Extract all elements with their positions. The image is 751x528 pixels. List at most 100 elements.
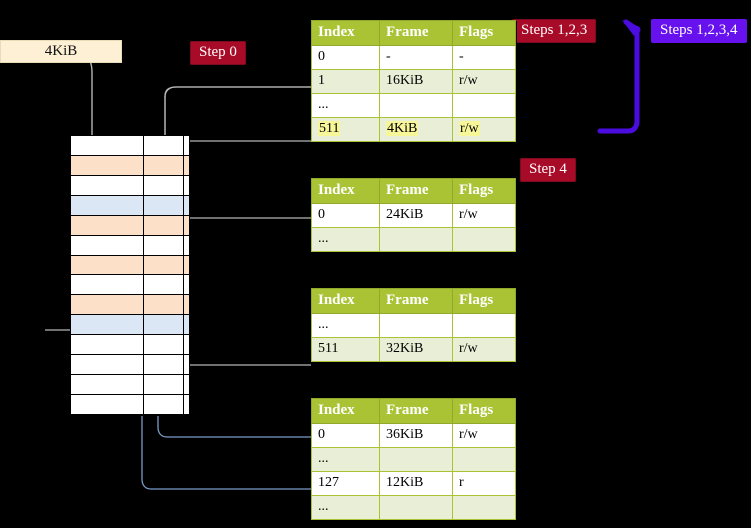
column-header-flags: Flags: [452, 20, 516, 46]
table-cell: [452, 93, 516, 118]
physical-memory-grid: [70, 135, 190, 416]
column-header-index: Index: [311, 288, 380, 314]
memory-frame-row: [71, 215, 189, 236]
memory-column-divider: [143, 136, 144, 415]
memory-frame-row: [71, 355, 189, 376]
table-cell: ...: [311, 93, 380, 118]
column-header-flags: Flags: [452, 398, 516, 424]
table-row: ...: [311, 495, 516, 520]
table-cell: [379, 495, 453, 520]
column-header-index: Index: [311, 398, 380, 424]
table-cell: 36KiB: [379, 423, 453, 448]
column-header-frame: Frame: [379, 288, 453, 314]
table-cell: -: [452, 45, 516, 70]
wire-table2-to-memory: [177, 217, 311, 254]
table-cell: 511: [311, 337, 380, 362]
memory-frame-row: [71, 315, 189, 336]
badge-steps-123: Steps 1,2,3: [512, 19, 597, 43]
highlighted-value: r/w: [459, 121, 480, 136]
badge-step-0: Step 0: [190, 41, 246, 65]
table-row: 511 4KiB r/w: [311, 117, 516, 142]
column-header-frame: Frame: [379, 178, 453, 204]
highlighted-value: 511: [318, 121, 341, 136]
table-cell: r: [452, 471, 516, 496]
badge-steps-1234-text: Steps 1,2,3,4: [660, 22, 738, 38]
memory-frame-row: [71, 175, 189, 196]
steps-1234-arrow: [597, 19, 641, 134]
table-cell: ...: [311, 227, 380, 252]
table-cell: ...: [311, 495, 380, 520]
table-cell: r/w: [452, 117, 516, 142]
table-row: ...: [311, 313, 516, 338]
table-cell: [379, 93, 453, 118]
memory-frame-row: [71, 235, 189, 256]
table-cell: r/w: [452, 69, 516, 94]
table-cell: r/w: [452, 203, 516, 228]
memory-frame-row: [71, 195, 189, 216]
table-cell: [452, 313, 516, 338]
table-cell: 127: [311, 471, 380, 496]
memory-frame-row: [71, 275, 189, 296]
table-cell: 0: [311, 45, 380, 70]
table-cell: 32KiB: [379, 337, 453, 362]
memory-frame-row: [71, 155, 189, 176]
table-cell: 16KiB: [379, 69, 453, 94]
table-cell: 511: [311, 117, 380, 142]
memory-column-divider: [183, 136, 184, 415]
memory-frame-row: [71, 136, 189, 156]
column-header-index: Index: [311, 178, 380, 204]
table-cell: [379, 447, 453, 472]
table-cell: 4KiB: [379, 117, 453, 142]
table-cell: -: [379, 45, 453, 70]
table-cell: r/w: [452, 337, 516, 362]
column-header-flags: Flags: [452, 178, 516, 204]
memory-frame-row: [71, 395, 189, 415]
memory-frame-row: [71, 335, 189, 356]
table-cell: 0: [311, 423, 380, 448]
memory-frame-row: [71, 295, 189, 316]
table-cell: 24KiB: [379, 203, 453, 228]
table-row: ...: [311, 93, 516, 118]
table-cell: 12KiB: [379, 471, 453, 496]
table-cell: ...: [311, 447, 380, 472]
size-label-text: 4KiB: [44, 43, 78, 59]
badge-steps-1234: Steps 1,2,3,4: [651, 19, 747, 43]
badge-step-0-text: Step 0: [199, 44, 237, 60]
table-cell: r/w: [452, 423, 516, 448]
table-cell: [452, 447, 516, 472]
badge-step-4: Step 4: [520, 158, 576, 182]
size-label-4kib: 4KiB: [0, 40, 122, 63]
table-cell: 1: [311, 69, 380, 94]
badge-step-4-text: Step 4: [529, 161, 567, 177]
table-cell: 0: [311, 203, 380, 228]
table-row: 0--: [311, 45, 516, 70]
column-header-frame: Frame: [379, 398, 453, 424]
column-header-frame: Frame: [379, 20, 453, 46]
memory-frame-row: [71, 375, 189, 396]
highlighted-value: 4KiB: [386, 121, 419, 136]
table-cell: [379, 227, 453, 252]
table-row: ...: [311, 447, 516, 472]
table-cell: ...: [311, 313, 380, 338]
memory-frame-row: [71, 255, 189, 276]
table-cell: [452, 227, 516, 252]
table-row: ...: [311, 227, 516, 252]
table-cell: [452, 495, 516, 520]
badge-steps-123-text: Steps 1,2,3: [521, 22, 588, 38]
column-header-flags: Flags: [452, 288, 516, 314]
table-cell: [379, 313, 453, 338]
